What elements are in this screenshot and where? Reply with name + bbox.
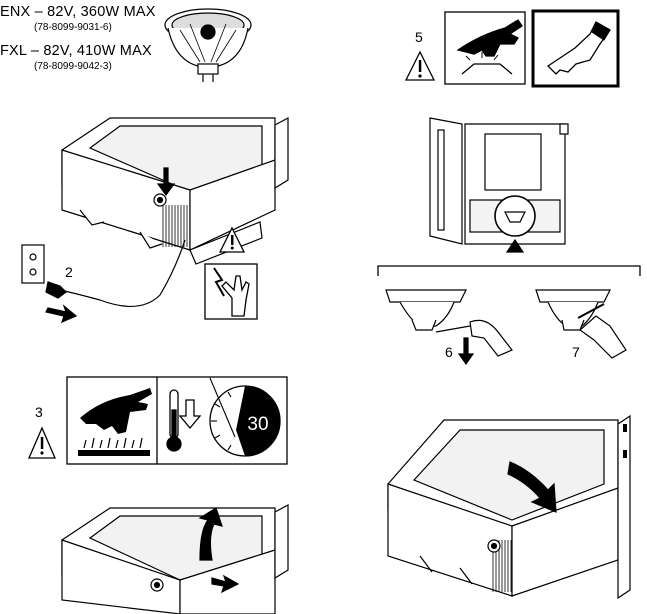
warning-triangle-icon bbox=[404, 50, 436, 81]
open-lamp-door-illustration bbox=[429, 117, 569, 253]
step-number-3: 3 bbox=[35, 404, 43, 420]
lamp-part-number-enx: (78-8099-9031-6) bbox=[34, 22, 112, 33]
gloved-hand-icon bbox=[531, 9, 620, 88]
step-number-7: 7 bbox=[572, 344, 580, 360]
lamp-part-number-fxl: (78-8099-9042-3) bbox=[34, 61, 112, 72]
hot-surface-hand-icon bbox=[78, 388, 152, 456]
timer-minutes-label: 30 bbox=[247, 414, 268, 435]
warning-triangle-icon bbox=[218, 226, 246, 253]
lamp-spec-enx: ENX – 82V, 360W MAX bbox=[0, 4, 156, 20]
warning-triangle-icon bbox=[28, 426, 56, 459]
timer-clock-icon: 30 bbox=[209, 377, 281, 457]
electric-shock-hand-icon bbox=[204, 263, 258, 320]
wall-outlet-illustration bbox=[21, 244, 78, 324]
projector-open-top-illustration bbox=[61, 503, 289, 614]
lamp-removal-illustration bbox=[535, 289, 627, 359]
projector-power-off-illustration bbox=[59, 116, 289, 308]
step-number-5: 5 bbox=[415, 29, 423, 45]
halogen-lamp-illustration bbox=[164, 8, 252, 82]
step-number-2: 2 bbox=[65, 264, 73, 280]
step-number-6: 6 bbox=[445, 344, 453, 360]
lamp-spec-fxl: FXL – 82V, 410W MAX bbox=[0, 43, 152, 59]
lamp-release-illustration bbox=[385, 289, 513, 366]
projector-close-top-illustration bbox=[387, 414, 631, 600]
hand-touching-bulb-icon bbox=[444, 11, 526, 85]
callout-bracket bbox=[377, 265, 641, 276]
thermometer-down-icon bbox=[166, 389, 202, 452]
